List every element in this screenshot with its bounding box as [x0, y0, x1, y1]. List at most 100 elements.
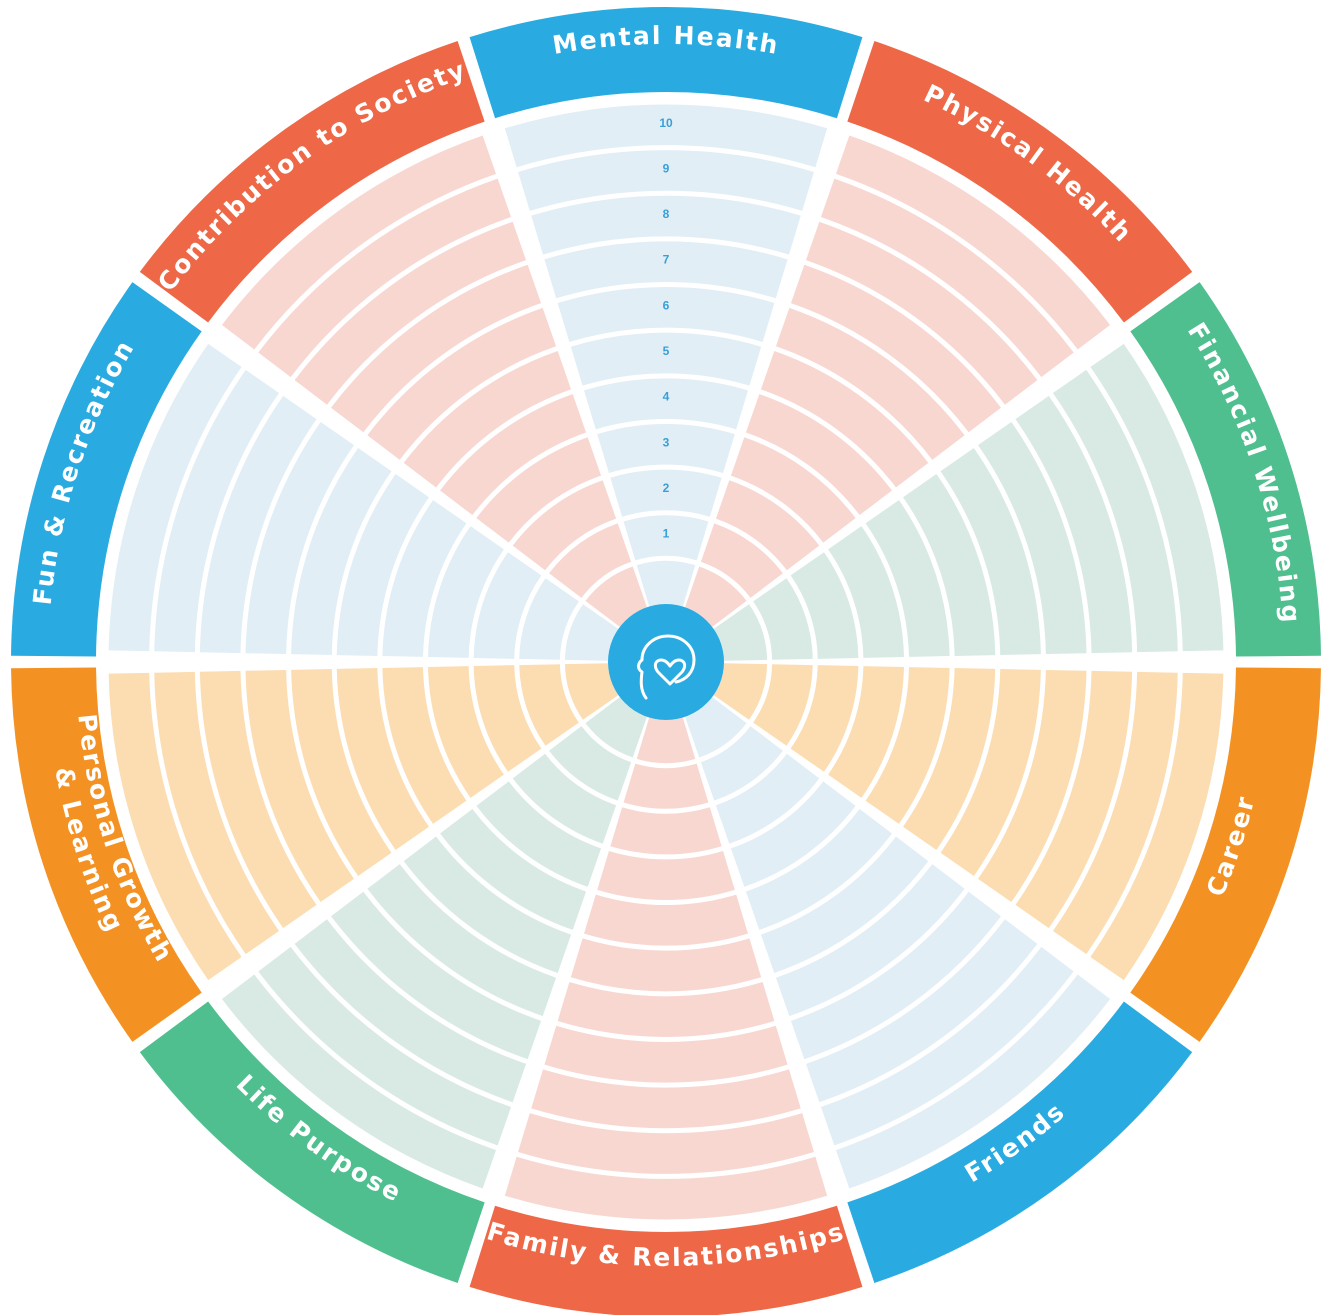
- score-cell-friends-5[interactable]: [760, 836, 929, 973]
- score-cell-personal-growth-learning-10[interactable]: [108, 672, 242, 981]
- score-cell-personal-growth-learning-6[interactable]: [291, 669, 392, 876]
- score-cell-family-relationships-9[interactable]: [518, 1113, 814, 1174]
- score-cell-career-2[interactable]: [790, 665, 859, 772]
- score-cell-friends-1[interactable]: [700, 726, 783, 801]
- score-cell-life-purpose-7[interactable]: [330, 891, 542, 1060]
- score-cell-family-relationships-6[interactable]: [557, 982, 775, 1037]
- score-cell-friends-7[interactable]: [790, 891, 1002, 1060]
- score-cell-contribution-to-society-9[interactable]: [258, 178, 512, 378]
- score-cell-physical-health-2[interactable]: [715, 480, 820, 571]
- score-cell-family-relationships-4[interactable]: [584, 894, 748, 946]
- score-cell-financial-wellbeing-5[interactable]: [903, 474, 996, 656]
- score-cell-friends-0[interactable]: [685, 697, 747, 758]
- score-cell-physical-health-8[interactable]: [805, 221, 1038, 405]
- score-cell-career-1[interactable]: [753, 664, 813, 746]
- score-cell-mental-health-3[interactable]: [597, 423, 735, 474]
- score-cell-personal-growth-learning-5[interactable]: [336, 668, 429, 850]
- score-cell-contribution-to-society-10[interactable]: [221, 135, 497, 350]
- score-cell-career-10[interactable]: [1090, 672, 1224, 981]
- score-cell-family-relationships-10[interactable]: [504, 1156, 828, 1220]
- score-cell-fun-recreation-2[interactable]: [473, 552, 542, 659]
- score-cell-mental-health-7[interactable]: [544, 241, 788, 299]
- score-cell-physical-health-0[interactable]: [685, 566, 747, 627]
- score-cell-life-purpose-3[interactable]: [476, 781, 602, 887]
- score-cell-fun-recreation-10[interactable]: [108, 343, 242, 652]
- score-cell-family-relationships-3[interactable]: [597, 850, 735, 901]
- score-cell-physical-health-6[interactable]: [775, 307, 965, 460]
- score-cell-financial-wellbeing-0[interactable]: [713, 604, 768, 661]
- score-cell-life-purpose-6[interactable]: [367, 864, 557, 1017]
- score-cell-contribution-to-society-8[interactable]: [294, 221, 527, 405]
- score-cell-financial-wellbeing-6[interactable]: [940, 448, 1041, 655]
- score-cell-contribution-to-society-3[interactable]: [476, 437, 602, 543]
- score-cell-fun-recreation-3[interactable]: [428, 526, 504, 658]
- score-cell-life-purpose-9[interactable]: [258, 946, 512, 1146]
- score-cell-physical-health-1[interactable]: [700, 523, 783, 598]
- score-cell-career-9[interactable]: [1052, 671, 1178, 955]
- score-cell-financial-wellbeing-1[interactable]: [753, 578, 813, 660]
- score-cell-personal-growth-learning-1[interactable]: [519, 664, 579, 746]
- score-cell-fun-recreation-0[interactable]: [564, 604, 619, 661]
- score-cell-physical-health-5[interactable]: [760, 351, 929, 488]
- score-cell-personal-growth-learning-3[interactable]: [428, 666, 504, 798]
- score-cell-personal-growth-learning-4[interactable]: [382, 667, 467, 824]
- score-cell-financial-wellbeing-8[interactable]: [1015, 395, 1133, 654]
- score-cell-fun-recreation-1[interactable]: [519, 578, 579, 660]
- score-cell-financial-wellbeing-4[interactable]: [865, 500, 950, 657]
- score-cell-friends-9[interactable]: [820, 946, 1074, 1146]
- score-cell-mental-health-8[interactable]: [531, 195, 801, 255]
- score-cell-financial-wellbeing-7[interactable]: [978, 421, 1087, 655]
- score-cell-friends-8[interactable]: [805, 919, 1038, 1103]
- score-cell-career-6[interactable]: [940, 669, 1041, 876]
- score-cell-life-purpose-10[interactable]: [221, 974, 497, 1189]
- score-cell-friends-3[interactable]: [730, 781, 856, 887]
- score-cell-friends-2[interactable]: [715, 753, 820, 844]
- score-cell-family-relationships-7[interactable]: [544, 1025, 788, 1083]
- score-cell-life-purpose-1[interactable]: [549, 726, 632, 801]
- score-cell-physical-health-3[interactable]: [730, 437, 856, 543]
- score-cell-mental-health-1[interactable]: [623, 515, 709, 561]
- score-cell-contribution-to-society-5[interactable]: [403, 351, 572, 488]
- score-cell-friends-10[interactable]: [835, 974, 1111, 1189]
- score-cell-friends-4[interactable]: [745, 808, 892, 930]
- score-cell-mental-health-5[interactable]: [570, 332, 762, 386]
- score-cell-fun-recreation-7[interactable]: [245, 421, 355, 655]
- score-cell-personal-growth-learning-0[interactable]: [564, 663, 619, 720]
- score-cell-contribution-to-society-6[interactable]: [367, 307, 557, 460]
- score-cell-career-5[interactable]: [903, 668, 996, 850]
- score-cell-career-0[interactable]: [713, 663, 768, 720]
- score-cell-career-7[interactable]: [978, 669, 1087, 903]
- score-cell-family-relationships-5[interactable]: [570, 938, 762, 992]
- score-cell-fun-recreation-9[interactable]: [154, 369, 280, 653]
- score-cell-family-relationships-8[interactable]: [531, 1069, 801, 1129]
- score-cell-personal-growth-learning-2[interactable]: [473, 665, 542, 772]
- score-cell-career-4[interactable]: [865, 667, 950, 824]
- score-cell-personal-growth-learning-8[interactable]: [199, 670, 317, 929]
- score-cell-mental-health-2[interactable]: [610, 469, 722, 517]
- score-cell-fun-recreation-8[interactable]: [199, 395, 317, 654]
- score-cell-life-purpose-0[interactable]: [585, 697, 647, 758]
- score-cell-physical-health-4[interactable]: [745, 394, 892, 516]
- score-cell-life-purpose-5[interactable]: [403, 836, 572, 973]
- score-cell-family-relationships-1[interactable]: [623, 763, 709, 809]
- score-cell-life-purpose-2[interactable]: [512, 753, 617, 844]
- score-cell-friends-6[interactable]: [775, 864, 965, 1017]
- score-cell-fun-recreation-6[interactable]: [291, 448, 392, 655]
- score-cell-career-8[interactable]: [1015, 670, 1133, 929]
- score-cell-mental-health-0[interactable]: [636, 560, 696, 607]
- score-cell-physical-health-7[interactable]: [790, 264, 1002, 433]
- score-cell-financial-wellbeing-9[interactable]: [1052, 369, 1178, 653]
- score-cell-fun-recreation-4[interactable]: [382, 500, 467, 657]
- score-cell-mental-health-4[interactable]: [584, 378, 748, 430]
- score-cell-financial-wellbeing-3[interactable]: [828, 526, 904, 658]
- score-cell-personal-growth-learning-9[interactable]: [154, 671, 280, 955]
- score-cell-life-purpose-4[interactable]: [440, 808, 587, 930]
- score-cell-mental-health-9[interactable]: [518, 150, 814, 211]
- score-cell-personal-growth-learning-7[interactable]: [245, 669, 355, 903]
- score-cell-contribution-to-society-0[interactable]: [585, 566, 647, 627]
- score-cell-contribution-to-society-7[interactable]: [330, 264, 542, 433]
- score-cell-life-purpose-8[interactable]: [294, 919, 527, 1103]
- score-cell-physical-health-9[interactable]: [820, 178, 1074, 378]
- score-cell-contribution-to-society-2[interactable]: [512, 480, 617, 571]
- score-cell-family-relationships-2[interactable]: [610, 807, 722, 855]
